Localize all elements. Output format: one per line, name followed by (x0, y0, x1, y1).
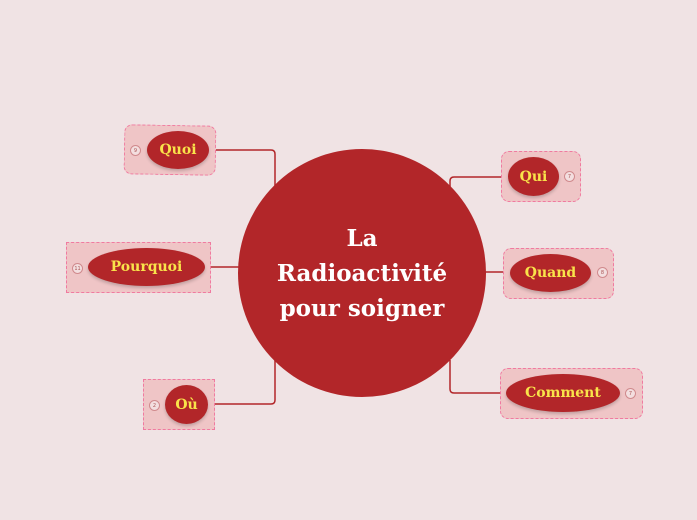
central-line: Radioactivité (276, 259, 448, 287)
connector-ou (210, 360, 276, 405)
collapse-count-badge[interactable]: 7 (564, 171, 575, 182)
collapse-count-badge[interactable]: 11 (72, 263, 83, 274)
topic-quoi[interactable]: Quoi (147, 131, 209, 169)
topic-qui[interactable]: Qui (508, 157, 559, 196)
connector-qui (449, 176, 508, 190)
central-line: pour soigner (279, 294, 445, 322)
topic-pourquoi[interactable]: Pourquoi (88, 248, 205, 286)
collapse-count-badge[interactable]: 8 (597, 267, 608, 278)
collapse-count-badge[interactable]: 2 (149, 400, 160, 411)
connector-comment (449, 360, 506, 394)
connector-quoi (210, 149, 276, 200)
topic-ou[interactable]: Où (165, 385, 208, 424)
collapse-count-badge[interactable]: 7 (625, 388, 636, 399)
topic-quand[interactable]: Quand (510, 254, 591, 292)
central-line: La (346, 224, 378, 252)
topic-comment[interactable]: Comment (506, 374, 620, 412)
collapse-count-badge[interactable]: 9 (130, 145, 141, 156)
